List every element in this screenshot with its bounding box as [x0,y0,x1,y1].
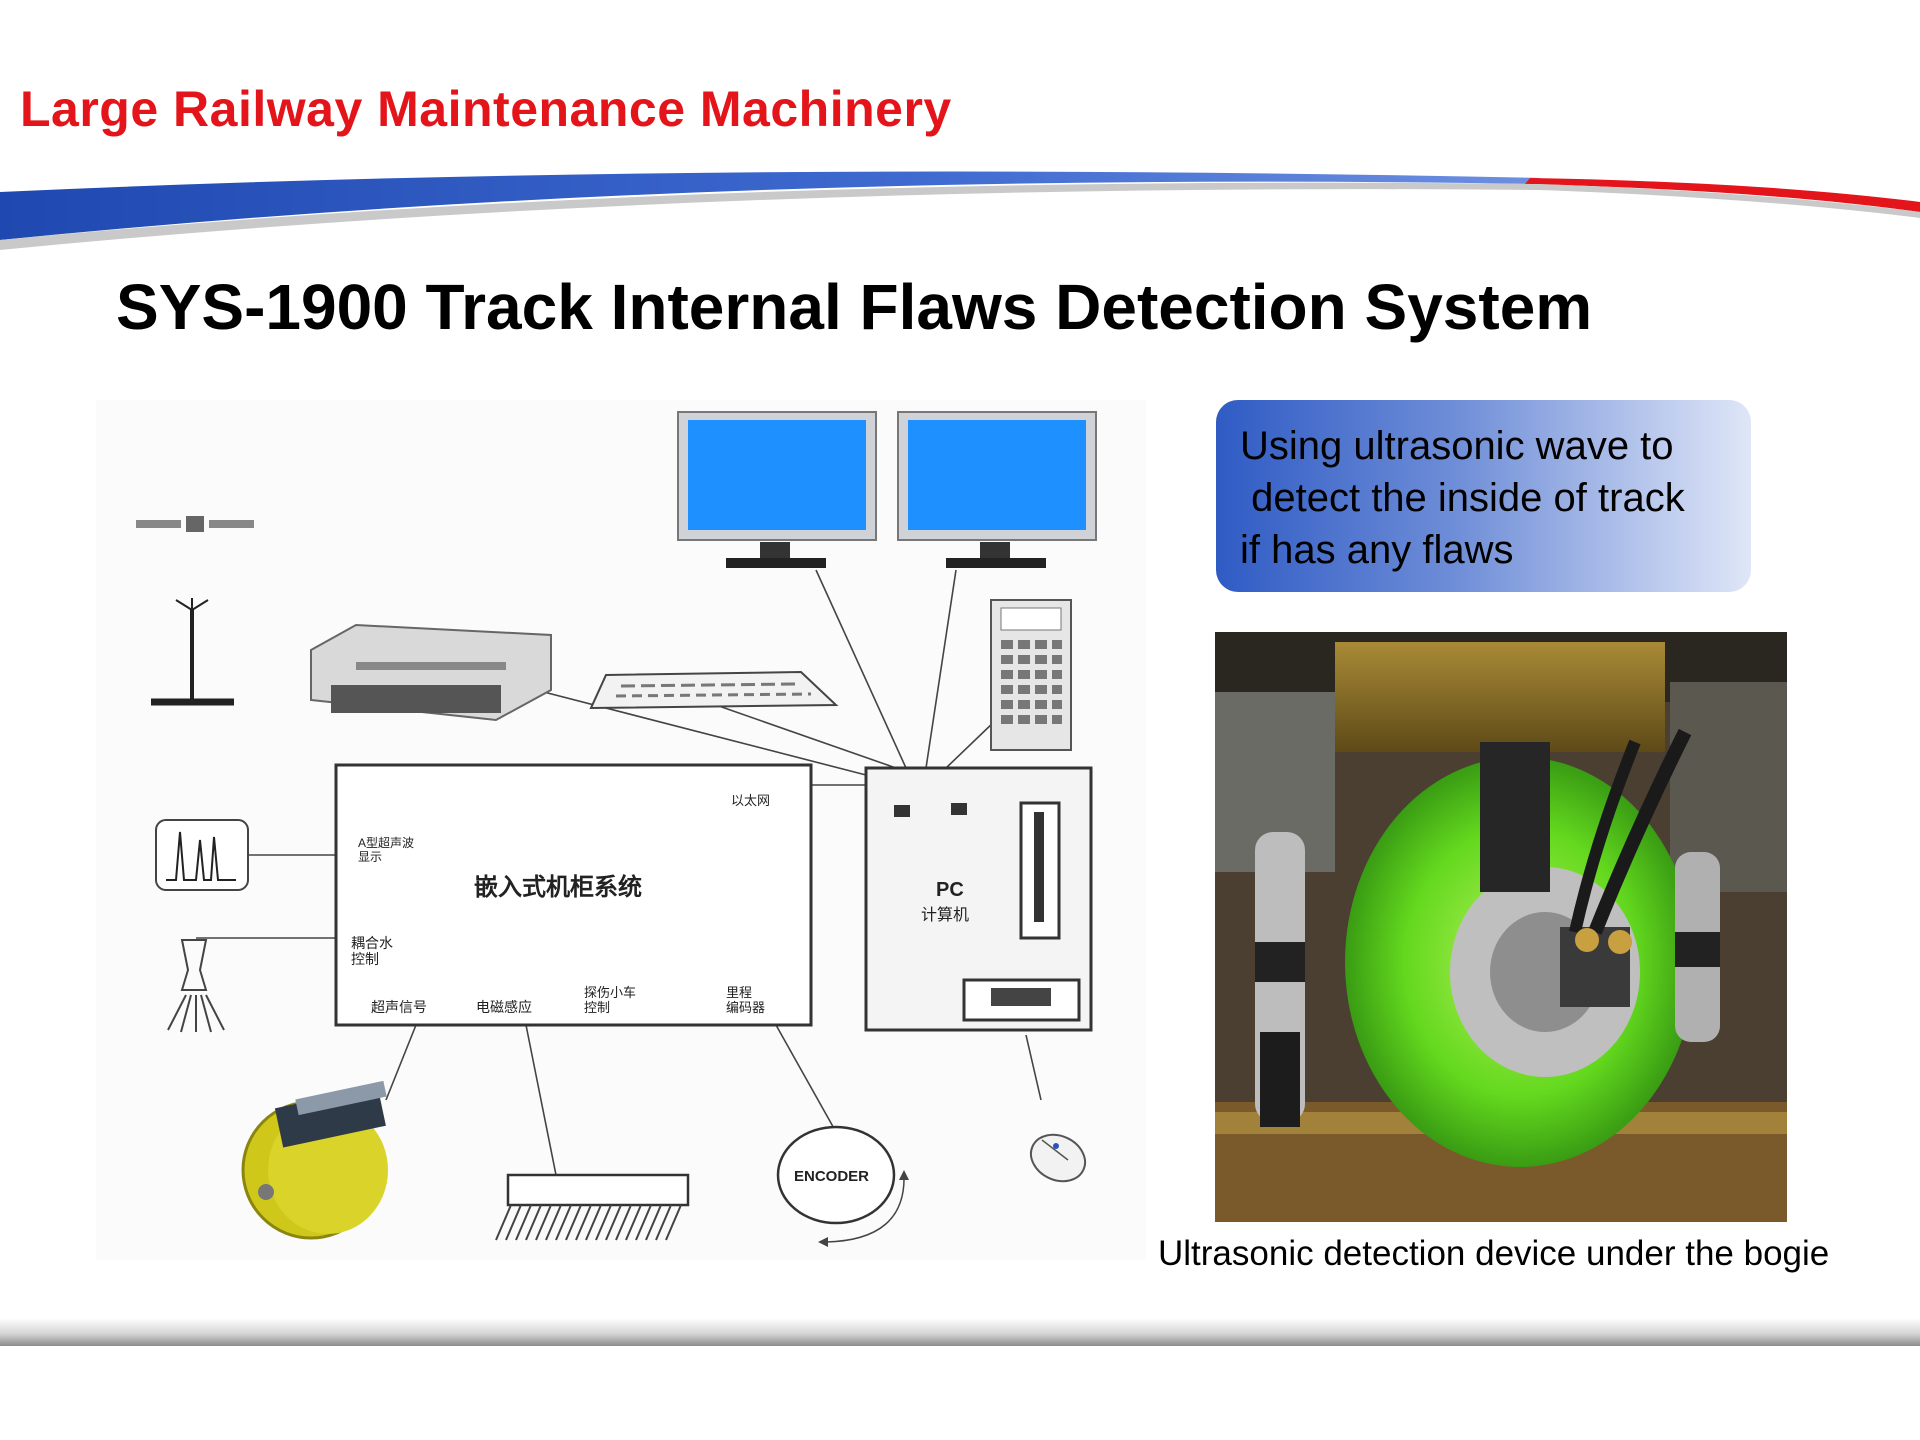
antenna-icon [151,598,234,706]
photo-caption: Ultrasonic detection device under the bo… [1158,1234,1830,1273]
embedded-cabinet-box [334,763,813,1027]
water-spray-icon [167,939,225,1033]
ultrasonic-label: 超声信号 [371,999,427,1015]
keyboard-icon [589,670,839,710]
footer-bar [0,1318,1920,1346]
oscilloscope-icon [155,819,249,891]
callout-line-3: if has any flaws [1240,528,1514,572]
slide-title: SYS-1900 Track Internal Flaws Detection … [116,271,1593,343]
em-sensor-icon [495,1173,690,1241]
satellite-icon [136,516,254,532]
monitor-screen [908,420,1086,530]
encoder-label: ENCODER [794,1168,869,1185]
mouse-icon [1029,1133,1087,1183]
cabinet-label: 嵌入式机柜系统 [474,873,642,901]
em-sensor-label: 电磁感应 [476,999,532,1015]
monitor-left-icon [677,411,877,568]
detection-wheel-icon [241,1080,388,1240]
ethernet-label: 以太网 [731,793,770,808]
keypad-terminal-icon [990,599,1072,751]
pc-sublabel: 计算机 [921,905,969,924]
connection-lines [196,569,1042,1176]
monitor-screen [688,420,866,530]
coupling-label: 耦合水控制 [351,935,393,967]
printer-icon [310,623,552,722]
encoder-icon: ENCODER [776,1125,909,1247]
callout-box: Using ultrasonic wave to detect the insi… [1216,400,1751,592]
odometer-label: 里程编码器 [726,985,765,1015]
callout-line-2: detect the inside of track [1240,476,1685,520]
callout-line-1: Using ultrasonic wave to [1240,424,1674,468]
header-swoosh [0,171,1920,250]
header-title: Large Railway Maintenance Machinery [20,81,952,137]
trolley-label: 探伤小车控制 [584,985,636,1015]
pc-label: PC [936,879,964,901]
a-scan-label: A型超声波显示 [358,835,414,864]
monitor-right-icon [897,411,1097,568]
system-diagram: 嵌入式机柜系统 以太网 A型超声波显示 耦合水控制 超声信号 电磁感应 探伤小车… [96,400,1146,1260]
bogie-device-photo [1215,632,1787,1222]
